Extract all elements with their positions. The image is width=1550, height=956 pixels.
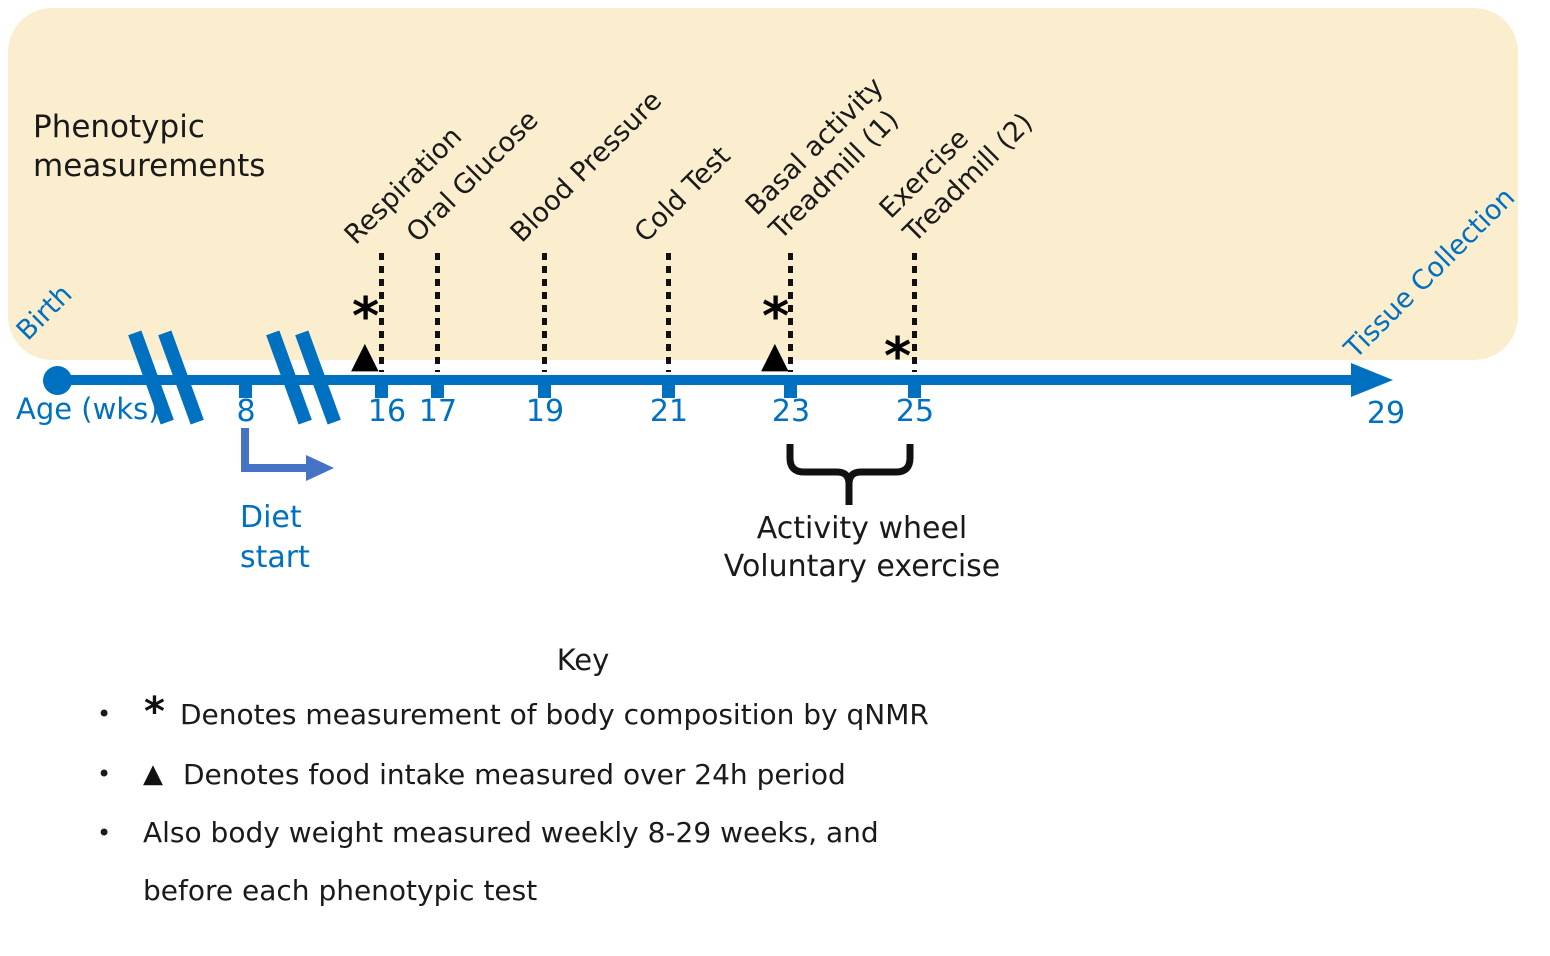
tick-label-29: 29 (1366, 396, 1406, 431)
tick-label-25: 25 (895, 394, 935, 429)
event-dotted-line-treadmill-2 (912, 253, 917, 372)
tick-label-19: 19 (525, 394, 565, 429)
timeline-arrowhead (1351, 363, 1393, 397)
event-dotted-line-oral-glucose (435, 253, 440, 372)
panel-title: Phenotypic measurements (33, 109, 266, 184)
tick-label-17: 17 (418, 394, 458, 429)
event-dotted-line-respiration (379, 253, 384, 372)
food-intake-triangle-marker-wk16: ▲ (351, 335, 379, 376)
tick-wk23 (784, 383, 797, 398)
timeline-axis (57, 375, 1353, 385)
event-dotted-line-cold-test (666, 253, 671, 372)
brace-caption: Activity wheel Voluntary exercise (723, 511, 1001, 584)
tick-wk21 (662, 383, 675, 398)
food-intake-triangle-marker-wk23: ▲ (761, 335, 789, 376)
diet-start-label: Diet start (240, 500, 310, 575)
qnmr-asterisk-marker-wk25: * (884, 327, 912, 387)
diet-start-arrow (241, 428, 334, 481)
key-asterisk-icon: * (144, 689, 165, 735)
bullet-icon: • (97, 700, 112, 728)
key-item-qnmr: Denotes measurement of body composition … (180, 698, 929, 731)
tick-wk16 (375, 383, 388, 398)
range-brace (786, 444, 914, 505)
tick-label-21: 21 (649, 394, 689, 429)
birth-dot (43, 366, 72, 395)
tick-wk19 (538, 383, 551, 398)
key-item-body-weight-line2: before each phenotypic test (143, 874, 538, 907)
tick-wk17 (431, 383, 444, 398)
event-dotted-line-treadmill-1 (788, 253, 793, 372)
tick-label-16: 16 (367, 394, 407, 429)
event-dotted-line-blood-pressure (542, 253, 547, 372)
bullet-icon: • (97, 760, 112, 788)
phenotypic-panel (8, 8, 1518, 360)
axis-label: Age (wks) (16, 392, 160, 426)
qnmr-asterisk-marker-wk16: * (352, 287, 380, 347)
qnmr-asterisk-marker-wk23: * (762, 287, 790, 347)
key-item-body-weight-line1: Also body weight measured weekly 8-29 we… (143, 816, 879, 849)
key-triangle-icon: ▲ (143, 759, 163, 789)
tick-label-8: 8 (236, 394, 256, 429)
tick-label-23: 23 (771, 394, 811, 429)
tick-wk8 (239, 383, 252, 398)
key-item-food-intake: Denotes food intake measured over 24h pe… (183, 758, 846, 791)
tick-wk25 (908, 383, 921, 398)
bullet-icon: • (97, 819, 112, 847)
key-title: Key (556, 643, 610, 677)
